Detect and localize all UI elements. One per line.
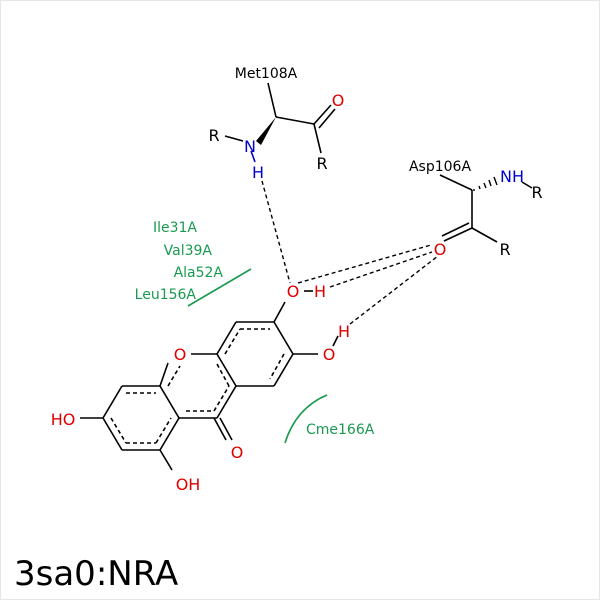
atom-o-met: O: [332, 91, 345, 110]
atom-r-met-2: R: [316, 154, 327, 173]
residue-labels: Met108A Asp106A: [235, 66, 472, 175]
hydrophobic-arc-upper: [187, 268, 252, 307]
met-wedge-bond: [256, 117, 276, 145]
met-r-n-bond: [224, 135, 244, 142]
residue-met108: [224, 82, 336, 163]
atom-labels: O N H R R NH R R O O H O H O O HO OH: [51, 91, 543, 494]
asp-side-chain-bond: [439, 174, 473, 191]
residue-asp106: [439, 174, 533, 243]
atom-r-asp-1: R: [531, 183, 542, 202]
met-side-chain-bond: [267, 82, 277, 118]
asp-c-r-bond: [471, 227, 498, 243]
label-val39: Val39A: [164, 243, 213, 259]
hydrogen-bonds: [261, 180, 439, 325]
asp-hashed-wedge: [473, 176, 498, 191]
atom-o-asp: O: [434, 240, 447, 259]
atom-ho-left: HO: [51, 410, 76, 429]
atom-h-phenol-1: H: [314, 282, 326, 301]
atom-n-met: N: [244, 137, 256, 156]
label-ile31: Ile31A: [153, 220, 197, 236]
asp-c-o-bond-1: [443, 227, 473, 242]
hbond-met-n-phenol-o: [261, 180, 291, 284]
met-c-r-bond: [313, 123, 322, 154]
diagram-title: 3sa0:NRA: [14, 554, 178, 594]
atom-o-ring: O: [174, 345, 187, 364]
met-n-h-bond: [250, 150, 256, 163]
atom-h-phenol-2: H: [338, 322, 350, 341]
atom-nh-asp: NH: [500, 167, 524, 186]
hbond-phenol1-asp-o-b: [297, 244, 432, 284]
label-leu156: Leu156A: [135, 287, 197, 303]
ligand-bonds: [80, 290, 339, 471]
asp-n-r-bond: [521, 181, 533, 189]
met-c-o-bond-1: [313, 104, 332, 125]
hbond-phenol2-asp-o: [349, 255, 439, 325]
label-ala52: Ala52A: [174, 265, 224, 281]
hydrophobic-arc-cme166: [284, 394, 328, 444]
atom-r-met-1: R: [208, 126, 219, 145]
atom-o-phenol-2: O: [323, 345, 336, 364]
hydrophobic-labels: Ile31A Val39A Ala52A Leu156A Cme166A: [135, 220, 375, 438]
label-cme166: Cme166A: [306, 422, 375, 438]
hbond-phenol1-asp-o: [329, 251, 433, 288]
label-asp106: Asp106A: [409, 159, 471, 175]
atom-o-ketone: O: [231, 443, 244, 462]
asp-c-o-bond-2: [441, 222, 470, 237]
atom-o-phenol-1: O: [287, 282, 300, 301]
atom-r-asp-2: R: [499, 240, 510, 259]
atom-h-met: H: [252, 163, 264, 182]
atom-oh-bottom: OH: [176, 475, 201, 494]
label-met108: Met108A: [235, 66, 298, 82]
hydrophobic-contacts: [187, 268, 328, 444]
met-c-o-bond-2: [318, 108, 336, 129]
met-ca-c-bond: [275, 116, 315, 125]
